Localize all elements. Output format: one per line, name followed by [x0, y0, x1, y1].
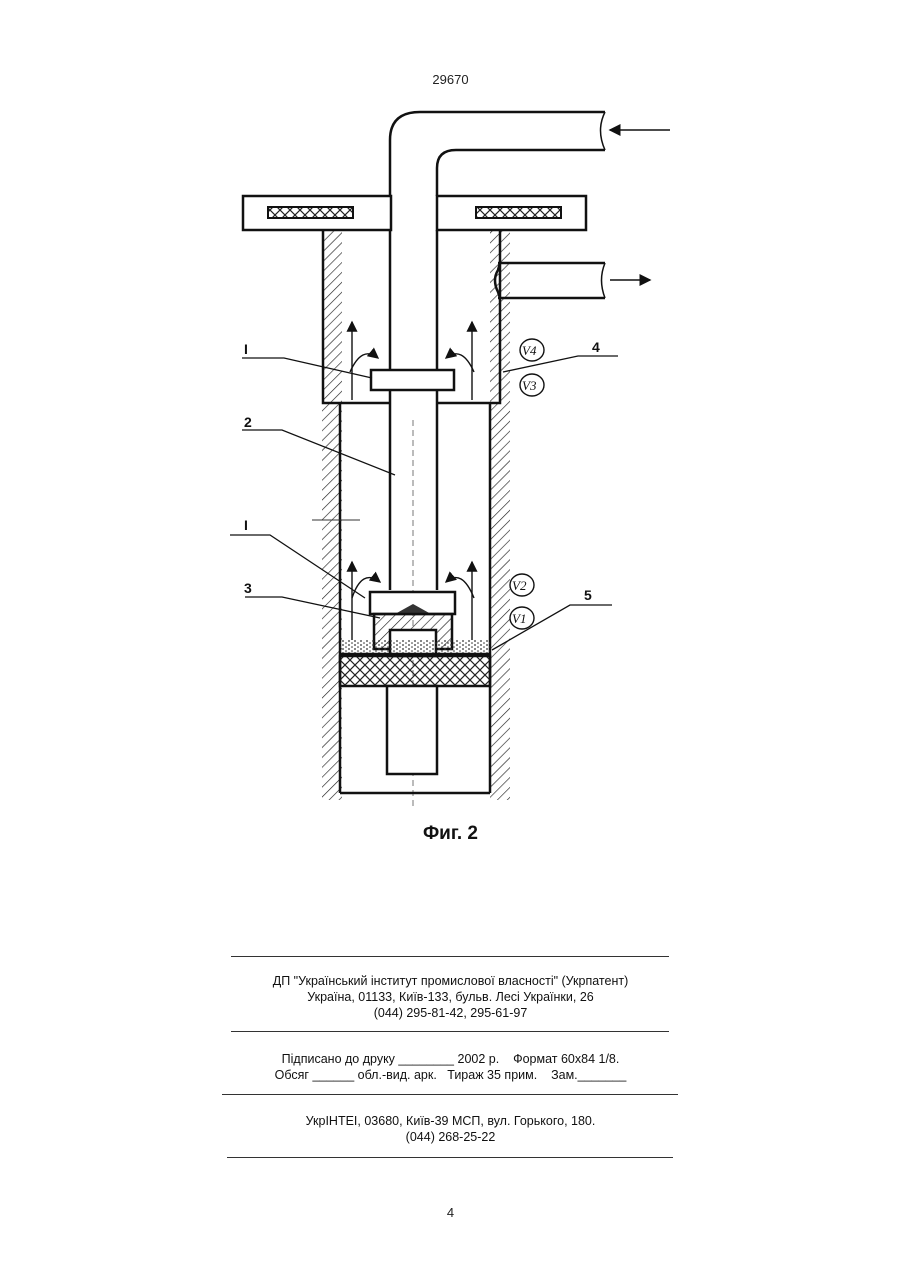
seal-inserts	[268, 207, 561, 218]
divider-1	[231, 956, 669, 957]
label-5: 5	[584, 587, 592, 603]
label-I-lower: I	[244, 517, 248, 533]
technical-drawing: I 2 I 3 4 5 V4 V3 V2 V1	[220, 100, 690, 820]
document-number: 29670	[0, 72, 901, 87]
divider-4	[227, 1157, 673, 1158]
printer-block: УкрІНТЕІ, 03680, Київ-39 МСП, вул. Горьк…	[0, 1113, 901, 1145]
publisher-block: ДП "Український інститут промислової вла…	[0, 973, 901, 1021]
label-3: 3	[244, 580, 252, 596]
page-number: 4	[0, 1205, 901, 1220]
label-2: 2	[244, 414, 252, 430]
inlet-pipe	[390, 112, 605, 196]
print-volume-line: Обсяг ______ обл.-вид. арк. Тираж 35 при…	[0, 1067, 901, 1083]
coupling-upper	[371, 370, 454, 390]
label-4: 4	[592, 339, 600, 355]
bottom-tube	[387, 686, 437, 774]
print-info-block: Підписано до друку ________ 2002 р. Форм…	[0, 1051, 901, 1083]
label-V2: V2	[512, 578, 527, 593]
publisher-phone: (044) 295-81-42, 295-61-97	[0, 1005, 901, 1021]
label-I-upper: I	[244, 341, 248, 357]
label-V3: V3	[522, 378, 537, 393]
divider-2	[231, 1031, 669, 1032]
printer-phone: (044) 268-25-22	[0, 1129, 901, 1145]
sediment-layer	[340, 640, 490, 654]
label-V1: V1	[512, 611, 526, 626]
label-V4: V4	[522, 343, 537, 358]
publisher-name: ДП "Український інститут промислової вла…	[0, 973, 901, 989]
figure-caption: Фиг. 2	[0, 823, 901, 845]
outlet-pipe	[495, 263, 605, 298]
publisher-address: Україна, 01133, Київ-133, бульв. Лесі Ук…	[0, 989, 901, 1005]
print-signed-line: Підписано до друку ________ 2002 р. Форм…	[0, 1051, 901, 1067]
divider-3	[222, 1094, 678, 1095]
packer-band	[340, 656, 490, 686]
printer-address: УкрІНТЕІ, 03680, Київ-39 МСП, вул. Горьк…	[0, 1113, 901, 1129]
